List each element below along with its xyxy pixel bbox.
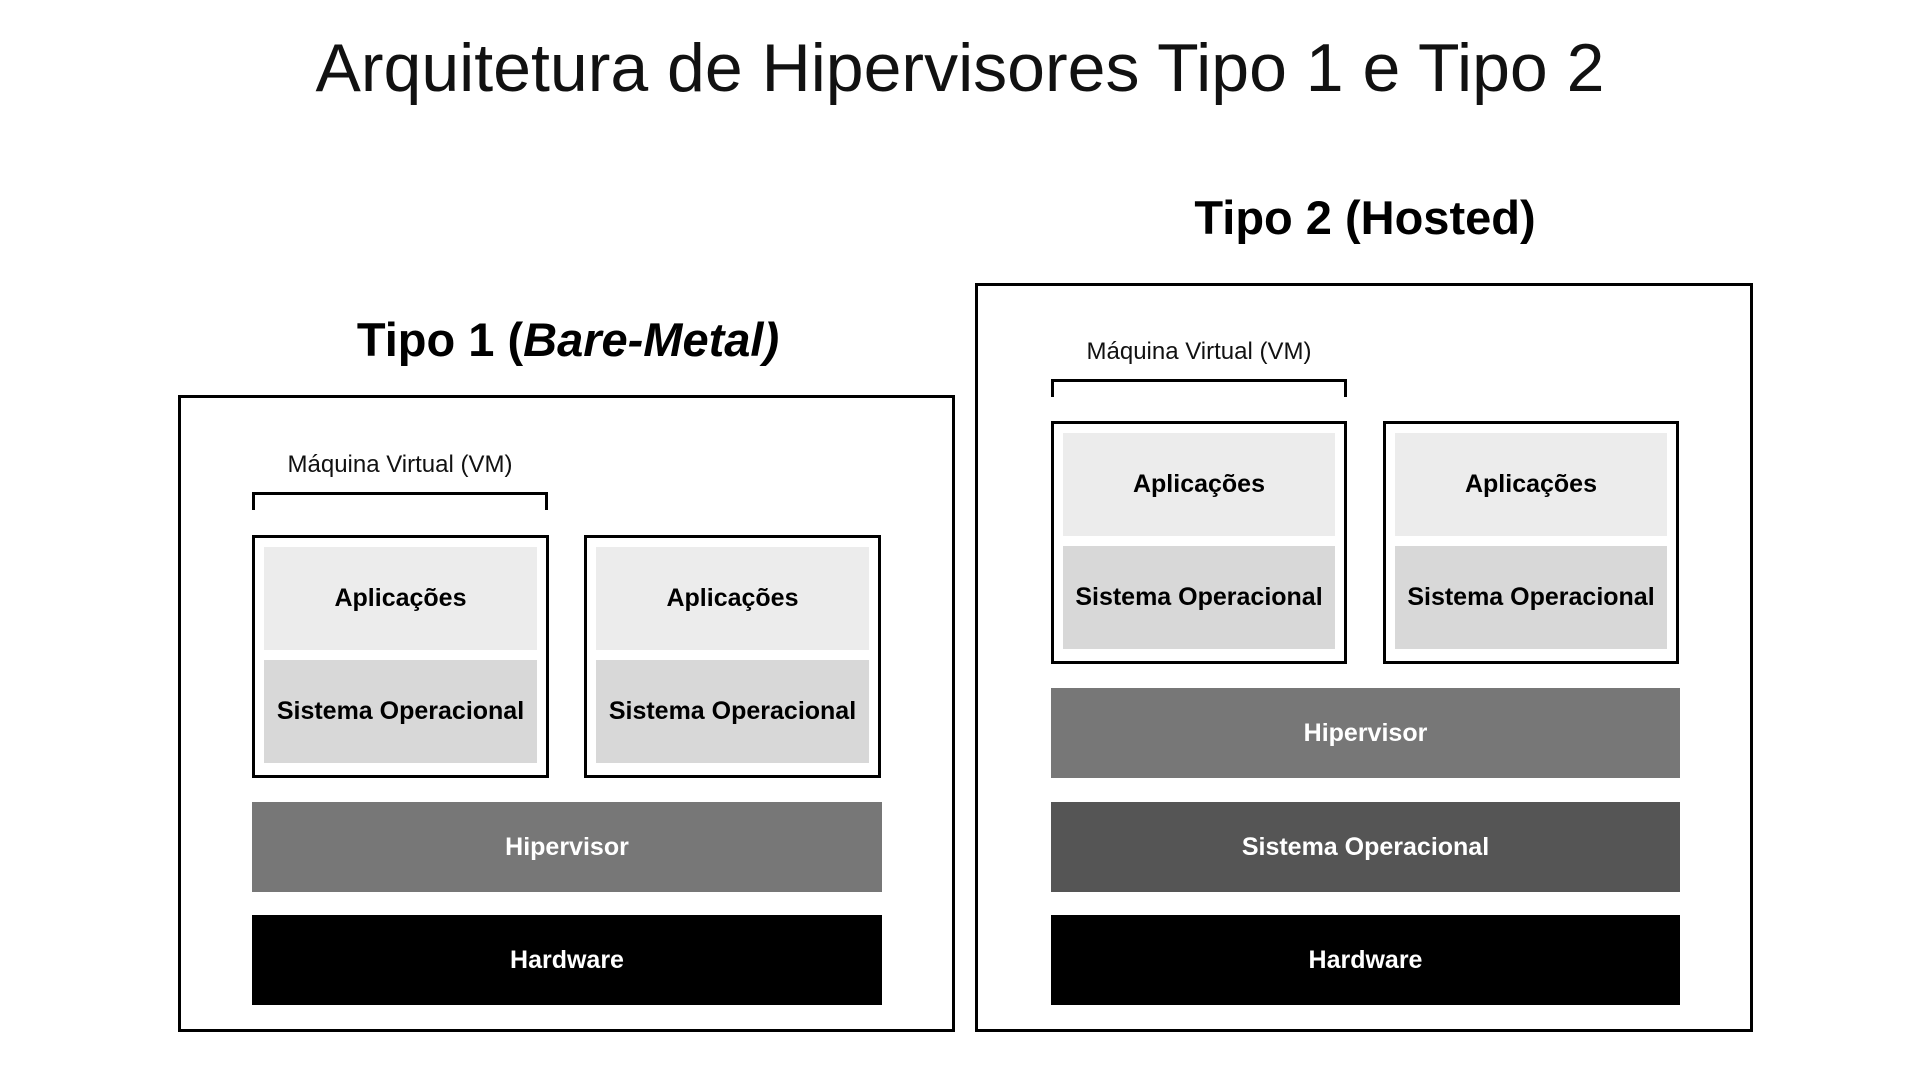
type1-vm-1-applications: Aplicações: [264, 547, 537, 650]
type1-heading-prefix: Tipo 1 (: [356, 313, 524, 366]
type2-hardware: Hardware: [1051, 915, 1680, 1005]
type1-vm-2-applications: Aplicações: [596, 547, 869, 650]
type2-heading: Tipo 2 (Hosted): [1194, 191, 1536, 244]
type1-vm-bracket: [252, 492, 548, 510]
type2-vm-2-guest-os: Sistema Operacional: [1395, 546, 1667, 649]
type1-heading-italic: Bare-Metal): [523, 313, 780, 366]
page-title: Arquitetura de Hipervisores Tipo 1 e Tip…: [315, 30, 1605, 106]
type1-vm-2-guest-os: Sistema Operacional: [596, 660, 869, 763]
type1-vm-label: Máquina Virtual (VM): [287, 451, 513, 478]
type1-vm-2: Aplicações Sistema Operacional: [584, 535, 881, 778]
type1-heading: Tipo 1 (Bare-Metal): [178, 312, 958, 368]
type1-vm-1-guest-os: Sistema Operacional: [264, 660, 537, 763]
type2-vm-2-applications: Aplicações: [1395, 433, 1667, 536]
type2-vm-1-guest-os: Sistema Operacional: [1063, 546, 1335, 649]
type2-hypervisor: Hipervisor: [1051, 688, 1680, 778]
type1-vm-1: Aplicações Sistema Operacional: [252, 535, 549, 778]
type2-host-os: Sistema Operacional: [1051, 802, 1680, 892]
type1-hardware: Hardware: [252, 915, 882, 1005]
type2-vm-label: Máquina Virtual (VM): [1086, 338, 1312, 365]
type2-vm-bracket: [1051, 379, 1347, 397]
type2-vm-2: Aplicações Sistema Operacional: [1383, 421, 1679, 664]
type1-hypervisor: Hipervisor: [252, 802, 882, 892]
type2-vm-1: Aplicações Sistema Operacional: [1051, 421, 1347, 664]
type2-vm-1-applications: Aplicações: [1063, 433, 1335, 536]
